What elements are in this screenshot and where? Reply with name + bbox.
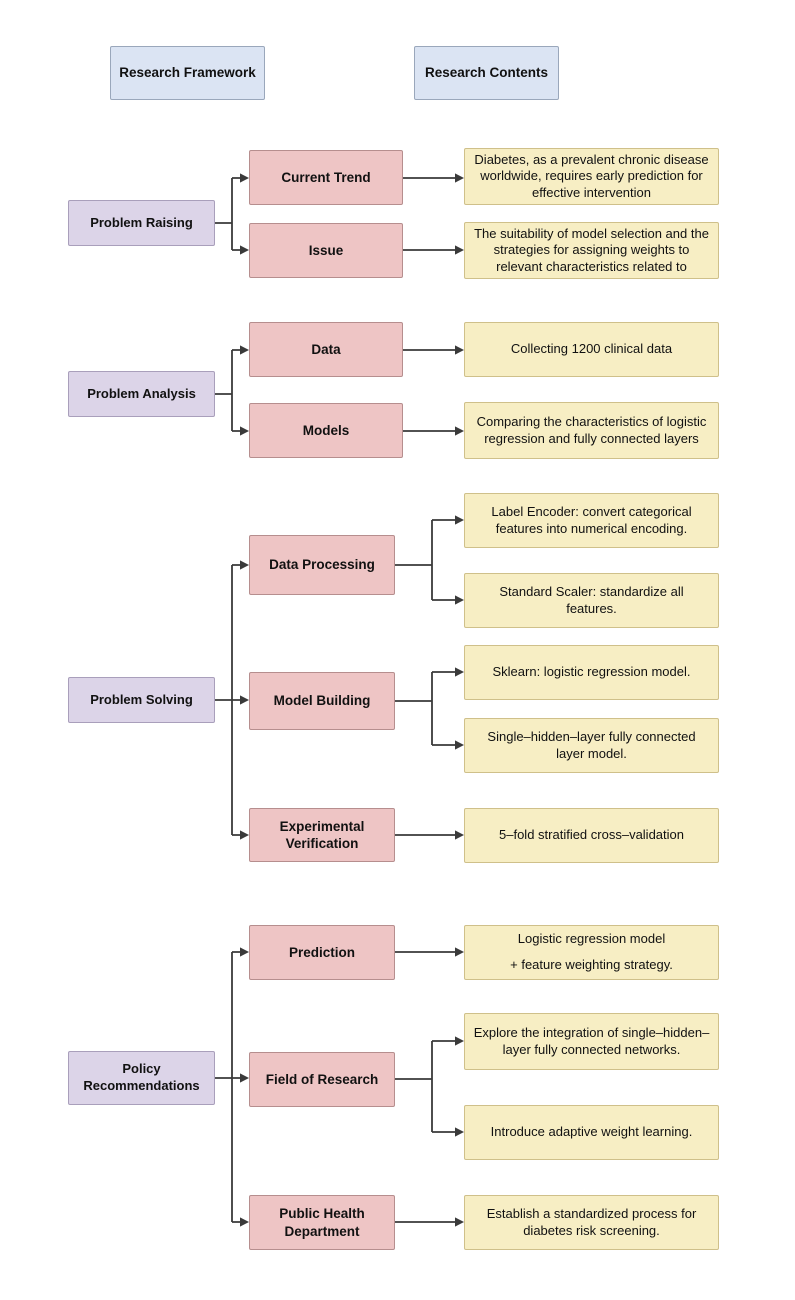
topic-data-processing[interactable]: Data Processing	[249, 535, 395, 595]
topic-public-health-department[interactable]: Public Health Department	[249, 1195, 395, 1250]
stage-policy-recommendations[interactable]: Policy Recommendations	[68, 1051, 215, 1105]
arrowhead-8	[455, 426, 464, 436]
stage-problem-raising[interactable]: Problem Raising	[68, 200, 215, 246]
node-label: The suitability of model selection and t…	[474, 225, 709, 274]
arrowhead-7	[455, 345, 464, 355]
node-label: Problem Solving	[90, 691, 193, 707]
node-label: Collecting 1200 clinical data	[510, 341, 673, 357]
arrowhead-15	[455, 740, 464, 750]
topic-model-building[interactable]: Model Building	[249, 672, 395, 730]
arrowhead-2	[240, 245, 249, 255]
node-label: Current Trend	[281, 169, 371, 185]
detail-current-trend[interactable]: Diabetes, as a prevalent chronic disease…	[464, 148, 719, 205]
node-label: Establish a standardized process for dia…	[486, 1205, 697, 1238]
arrowhead-20	[455, 947, 464, 957]
node-label: Comparing the characteristics of logisti…	[476, 413, 707, 446]
arrowhead-17	[240, 947, 249, 957]
detail-models[interactable]: Comparing the characteristics of logisti…	[464, 402, 719, 459]
arrowhead-14	[455, 667, 464, 677]
column-header-1: Research Framework	[110, 46, 265, 100]
topic-data[interactable]: Data	[249, 322, 403, 377]
detail-risk-screening[interactable]: Establish a standardized process for dia…	[464, 1195, 719, 1250]
node-label: Public Health Department	[279, 1206, 365, 1239]
arrowhead-18	[240, 1073, 249, 1083]
connector-path-11	[215, 951, 242, 1223]
node-label: Model Building	[273, 693, 371, 709]
arrowhead-13	[455, 595, 464, 605]
topic-models[interactable]: Models	[249, 403, 403, 458]
node-text-line: Logistic regression model	[517, 931, 666, 947]
detail-sklearn[interactable]: Sklearn: logistic regression model.	[464, 645, 719, 700]
node-label: Issue	[308, 242, 344, 258]
connector-path-7	[215, 564, 242, 836]
detail-data[interactable]: Collecting 1200 clinical data	[464, 322, 719, 377]
node-label: Data Processing	[269, 557, 375, 573]
detail-explore-integration[interactable]: Explore the integration of single–hidden…	[464, 1013, 719, 1070]
detail-prediction[interactable]: Logistic regression model + feature weigh…	[464, 925, 719, 980]
node-label: Standard Scaler: standardize all feature…	[499, 583, 684, 616]
arrowhead-21	[455, 1036, 464, 1046]
detail-standard-scaler[interactable]: Standard Scaler: standardize all feature…	[464, 573, 719, 628]
node-text-line: + feature weighting strategy.	[510, 957, 673, 972]
node-label: Problem Raising	[90, 214, 193, 230]
node-label: Sklearn: logistic regression model.	[492, 664, 691, 680]
connector-path-4	[215, 349, 242, 432]
topic-current-trend[interactable]: Current Trend	[249, 150, 403, 205]
node-label: Single–hidden–layer fully connected laye…	[487, 728, 696, 761]
node-label: Research Framework	[119, 65, 256, 81]
node-label: Policy Recommendations	[83, 1061, 200, 1093]
arrowhead-12	[455, 515, 464, 525]
arrowhead-1	[240, 173, 249, 183]
connector-path-8	[395, 519, 455, 601]
node-label: Diabetes, as a prevalent chronic disease…	[474, 151, 709, 200]
detail-single-hidden-layer[interactable]: Single–hidden–layer fully connected laye…	[464, 718, 719, 773]
arrowhead-10	[240, 695, 249, 705]
stage-problem-analysis[interactable]: Problem Analysis	[68, 371, 215, 417]
detail-adaptive-weight[interactable]: Introduce adaptive weight learning.	[464, 1105, 719, 1160]
arrowhead-16	[455, 830, 464, 840]
connector-path-9	[395, 671, 455, 746]
detail-label-encoder[interactable]: Label Encoder: convert categorical featu…	[464, 493, 719, 548]
topic-issue[interactable]: Issue	[249, 223, 403, 278]
stage-problem-solving[interactable]: Problem Solving	[68, 677, 215, 723]
topic-prediction[interactable]: Prediction	[249, 925, 395, 980]
node-label: Label Encoder: convert categorical featu…	[491, 503, 692, 536]
arrowhead-5	[240, 345, 249, 355]
node-label: Data	[311, 341, 341, 357]
column-header-2: Research Contents	[414, 46, 559, 100]
arrowhead-9	[240, 560, 249, 570]
node-label: Research Contents	[424, 65, 549, 81]
topic-experimental-verification[interactable]: Experimental Verification	[249, 808, 395, 862]
arrowhead-3	[455, 173, 464, 183]
node-label: Introduce adaptive weight learning.	[490, 1124, 693, 1140]
node-label: Prediction	[288, 944, 355, 960]
node-label: 5–fold stratified cross–validation	[499, 827, 684, 843]
arrowhead-23	[455, 1217, 464, 1227]
node-label: Models	[302, 422, 350, 438]
arrowhead-4	[455, 245, 464, 255]
arrowhead-19	[240, 1217, 249, 1227]
node-label: Experimental Verification	[279, 818, 365, 851]
connector-path-1	[215, 177, 242, 251]
connector-path-13	[395, 1040, 455, 1133]
node-label: Problem Analysis	[87, 385, 196, 401]
arrowhead-6	[240, 426, 249, 436]
topic-field-of-research[interactable]: Field of Research	[249, 1052, 395, 1107]
detail-issue[interactable]: The suitability of model selection and t…	[464, 222, 719, 279]
arrowhead-22	[455, 1127, 464, 1137]
detail-cross-validation[interactable]: 5–fold stratified cross–validation	[464, 808, 719, 863]
arrowhead-11	[240, 830, 249, 840]
node-label: Field of Research	[265, 1071, 379, 1087]
node-label: Explore the integration of single–hidden…	[473, 1024, 710, 1057]
